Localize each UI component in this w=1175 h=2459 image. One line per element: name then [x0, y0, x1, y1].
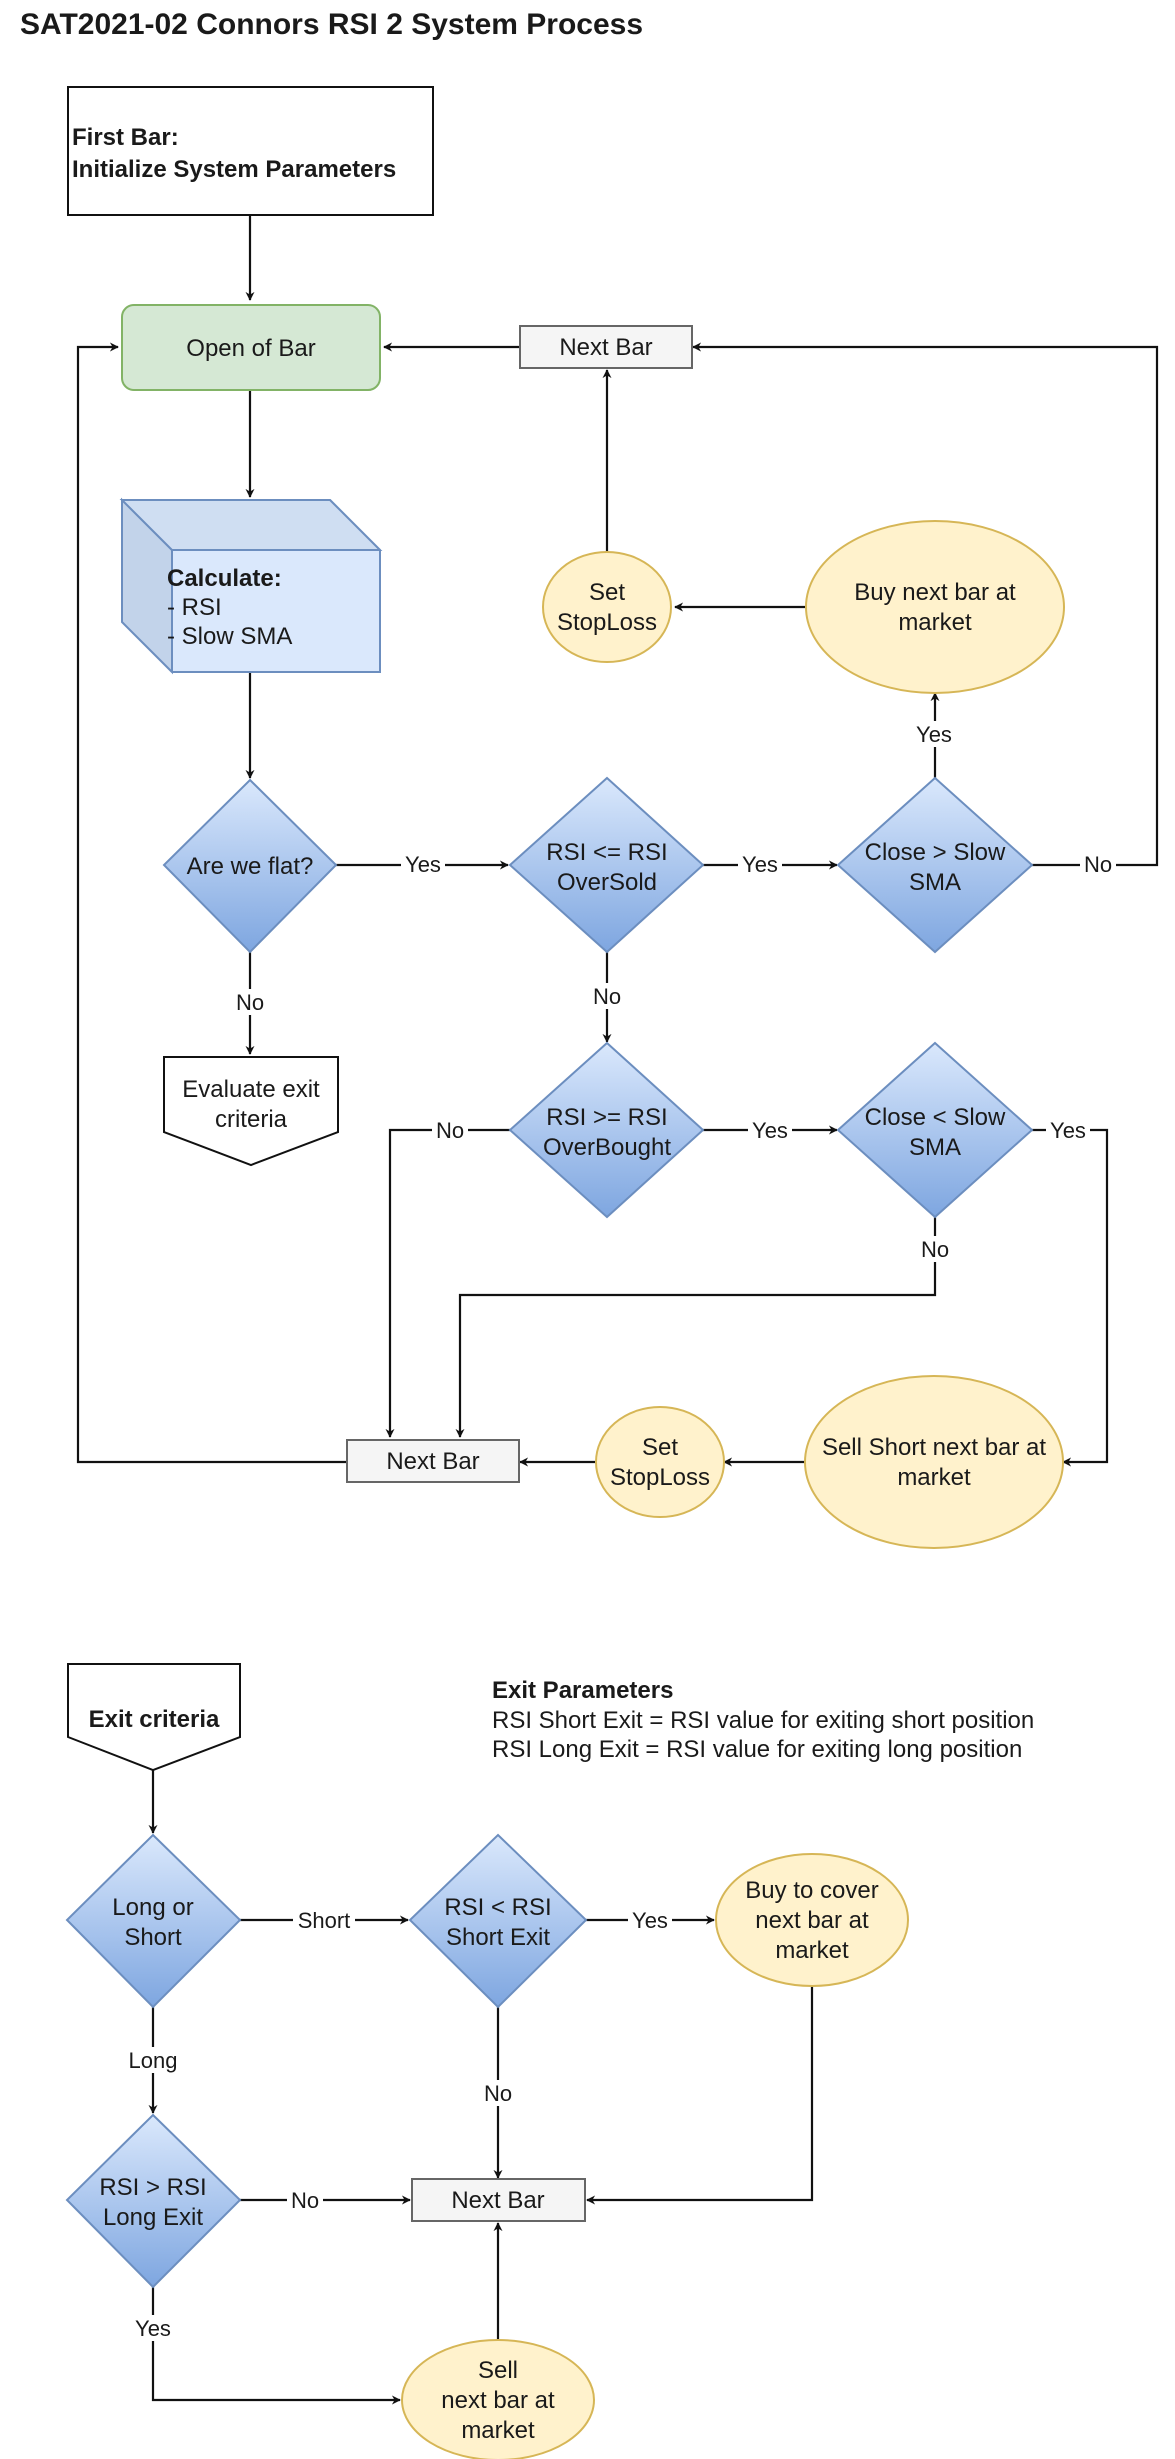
svg-text:Are we flat?: Are we flat?: [187, 853, 314, 880]
svg-text:Next Bar: Next Bar: [559, 334, 652, 361]
edge-label-closelt-no: No: [921, 1237, 949, 1262]
svg-text:Next Bar: Next Bar: [386, 1448, 479, 1475]
edge-label-oversold-yes: Yes: [742, 852, 778, 877]
svg-text:Long or: Long or: [112, 1894, 193, 1921]
svg-text:next bar at: next bar at: [441, 2387, 555, 2414]
edge-label-shortexit-yes: Yes: [632, 1908, 668, 1933]
svg-text:Open of Bar: Open of Bar: [186, 335, 315, 362]
edge-label-closegt-yes: Yes: [916, 722, 952, 747]
exit-parameters-heading: Exit Parameters: [492, 1677, 673, 1704]
svg-text:Buy to cover: Buy to cover: [745, 1877, 878, 1904]
node-next-bar-bottom: Next Bar: [411, 2178, 586, 2222]
svg-text:Close < Slow: Close < Slow: [865, 1104, 1006, 1131]
svg-text:SMA: SMA: [909, 869, 961, 896]
svg-text:StopLoss: StopLoss: [610, 1464, 710, 1491]
svg-text:RSI >= RSI: RSI >= RSI: [546, 1104, 667, 1131]
node-buy-to-cover: Buy to cover next bar at market: [715, 1853, 909, 1987]
svg-text:next bar at: next bar at: [755, 1907, 869, 1934]
node-buy-next-bar: Buy next bar at market: [805, 520, 1065, 694]
svg-text:market: market: [897, 1464, 971, 1491]
edge-label-los-short: Short: [298, 1908, 351, 1933]
svg-text:Short Exit: Short Exit: [446, 1924, 550, 1951]
svg-text:criteria: criteria: [215, 1106, 288, 1133]
svg-text:First Bar:: First Bar:: [72, 124, 179, 151]
node-close-gt-sma: Close > Slow SMA: [836, 776, 1034, 954]
svg-text:Initialize System Parameters: Initialize System Parameters: [72, 156, 396, 183]
edge-label-closelt-yes: Yes: [1050, 1118, 1086, 1143]
svg-text:RSI < RSI: RSI < RSI: [444, 1894, 551, 1921]
node-rsi-oversold: RSI <= RSI OverSold: [508, 776, 705, 954]
svg-text:Sell Short next bar at: Sell Short next bar at: [822, 1434, 1046, 1461]
svg-text:Calculate:: Calculate:: [167, 565, 282, 592]
edge-label-shortexit-no: No: [484, 2081, 512, 2106]
node-sell-next-bar: Sell next bar at market: [401, 2339, 595, 2459]
edge-closelt-yes: [1032, 1128, 1109, 1467]
node-rsi-overbought: RSI >= RSI OverBought: [508, 1041, 705, 1219]
edge-label-longexit-no: No: [291, 2188, 319, 2213]
exit-parameters: Exit Parameters RSI Short Exit = RSI val…: [492, 1677, 1034, 1763]
edge-label-flat-yes: Yes: [405, 852, 441, 877]
svg-text:Short: Short: [124, 1924, 182, 1951]
node-close-lt-sma: Close < Slow SMA: [836, 1041, 1034, 1219]
node-evaluate-exit: Evaluate exit criteria: [163, 1056, 339, 1167]
edge-label-overbought-yes: Yes: [752, 1118, 788, 1143]
svg-text:Long Exit: Long Exit: [103, 2204, 203, 2231]
edge-nextbar-to-open-loop: [76, 342, 347, 1464]
edge-labels: Yes Yes Yes No No No No Yes Yes No Short…: [125, 721, 1116, 2341]
svg-text:RSI <= RSI: RSI <= RSI: [546, 839, 667, 866]
edge-label-longexit-yes: Yes: [135, 2316, 171, 2341]
svg-text:- RSI: - RSI: [167, 594, 222, 621]
exit-parameters-line2: RSI Long Exit = RSI value for exiting lo…: [492, 1736, 1022, 1763]
svg-text:- Slow SMA: - Slow SMA: [167, 623, 292, 650]
edge-label-los-long: Long: [129, 2048, 178, 2073]
edge-label-overbought-no: No: [436, 1118, 464, 1143]
node-rsi-long-exit: RSI > RSI Long Exit: [65, 2113, 242, 2289]
svg-text:Next Bar: Next Bar: [451, 2187, 544, 2214]
node-rsi-short-exit: RSI < RSI Short Exit: [408, 1833, 588, 2009]
node-init: First Bar: Initialize System Parameters: [67, 86, 434, 216]
svg-text:market: market: [775, 1937, 849, 1964]
svg-text:OverSold: OverSold: [557, 869, 657, 896]
edge-label-flat-no: No: [236, 990, 264, 1015]
node-exit-criteria: Exit criteria: [67, 1663, 241, 1772]
svg-text:Evaluate exit: Evaluate exit: [182, 1076, 320, 1103]
svg-text:RSI > RSI: RSI > RSI: [99, 2174, 206, 2201]
page-title: SAT2021-02 Connors RSI 2 System Process: [20, 8, 643, 41]
svg-text:SMA: SMA: [909, 1134, 961, 1161]
svg-text:Set: Set: [589, 579, 625, 606]
svg-text:Close > Slow: Close > Slow: [865, 839, 1006, 866]
edge-overbought-no: [385, 1128, 510, 1438]
svg-text:Exit criteria: Exit criteria: [89, 1706, 220, 1733]
svg-text:OverBought: OverBought: [543, 1134, 671, 1161]
edge-label-oversold-no: No: [593, 984, 621, 1009]
svg-text:Buy next bar at: Buy next bar at: [854, 579, 1016, 606]
exit-parameters-line1: RSI Short Exit = RSI value for exiting s…: [492, 1707, 1034, 1734]
edge-longexit-yes: [151, 2287, 401, 2405]
node-set-stoploss-bottom: Set StopLoss: [595, 1406, 725, 1518]
node-sell-short: Sell Short next bar at market: [804, 1375, 1064, 1549]
svg-text:Sell: Sell: [478, 2357, 518, 2384]
edge-label-closegt-no: No: [1084, 852, 1112, 877]
svg-text:market: market: [461, 2417, 535, 2444]
svg-text:Set: Set: [642, 1434, 678, 1461]
svg-text:market: market: [898, 609, 972, 636]
node-next-bar-top: Next Bar: [519, 325, 693, 369]
svg-text:StopLoss: StopLoss: [557, 609, 657, 636]
node-open-of-bar: Open of Bar: [121, 304, 381, 391]
node-set-stoploss-top: Set StopLoss: [542, 551, 672, 663]
edge-cover-to-nextbar: [586, 1985, 814, 2205]
node-calculate: Calculate: - RSI - Slow SMA: [119, 497, 383, 675]
node-long-or-short: Long or Short: [65, 1833, 242, 2009]
node-are-we-flat: Are we flat?: [162, 778, 338, 954]
node-next-bar-mid: Next Bar: [346, 1439, 520, 1483]
